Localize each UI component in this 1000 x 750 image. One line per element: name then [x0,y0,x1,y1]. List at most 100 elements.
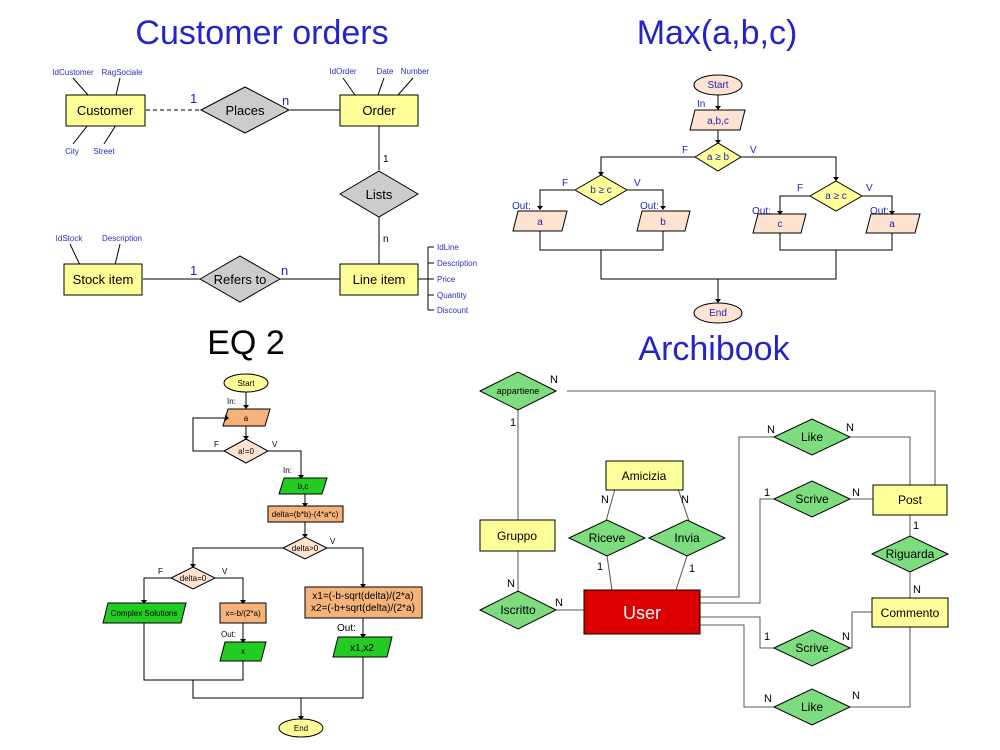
relation-appartiene-label: appartiene [497,386,540,396]
card-like-bottom-right: N [852,690,860,702]
eq2-start-label: Start [238,379,256,388]
eq2-input-a [222,408,271,427]
relation-appartiene [478,371,558,411]
eq2-in2: In: [283,466,292,475]
eq2-x12-formula-1: x1=(-b-sqrt(delta)/(2*a) [312,591,413,602]
max-out-label-4: Out: [870,206,889,217]
attr-city: City [65,147,79,156]
eq2-input-a-label: a [244,414,249,423]
relation-places-label: Places [225,103,265,118]
card-lists-order: 1 [383,154,389,165]
entity-stock-item [63,263,143,296]
max-output-2 [636,210,691,232]
relation-scrive-bottom [772,629,852,667]
max-in-label: In [697,99,705,110]
max-output-1-label: a [537,217,543,228]
attr-discount: Discount [437,306,469,315]
card-scrive-top-right: N [852,487,860,499]
card-scrive-top-left: 1 [764,487,770,499]
max-cond-right [808,180,864,212]
eq2-cond-delta-zero-false: F [158,567,163,576]
eq2-delta-label: delta=(b*b)-(4*a*c) [272,510,339,519]
card-scrive-bottom-right: N [842,631,850,643]
max-out-label-3: Out: [752,206,771,217]
max-end-label: End [709,308,727,319]
card-like-bottom-left: N [764,693,772,705]
eq2-cond-delta-zero [169,566,217,590]
entity-user [583,589,701,635]
entity-order [339,94,419,127]
attr-ragsociale: RagSociale [102,68,143,77]
eq2-cond-delta-pos-true: V [330,537,336,546]
entity-gruppo-label: Gruppo [497,529,537,543]
eq2-x12-formula-2: x2=(-b+sqrt(delta)/(2*a) [311,603,415,614]
relation-iscritto [478,590,558,630]
card-scrive-bottom-left: 1 [764,631,770,643]
max-right-true: V [866,183,873,194]
card-invia-user: 1 [689,563,695,575]
eq2-x12-out-label: x1,x2 [350,643,374,654]
relation-like-bottom-label: Like [801,700,823,714]
max-flowchart: Start In a,b,c a ≥ b F V b ≥ c F V a ≥ c… [512,74,921,324]
eq2-cond-a [222,438,270,464]
eq2-cond-a-label: a!=0 [238,447,254,456]
title-customer-orders: Customer orders [135,14,388,52]
archibook-diagram: Gruppo Amicizia Post Commento User appar… [478,371,950,726]
entity-user-label: User [623,603,661,623]
entity-line-item-label: Line item [353,272,406,287]
max-output-2-label: b [660,217,666,228]
arrowheads [141,106,895,720]
eq2-cond-a-true: V [272,440,278,449]
max-output-3 [752,213,807,234]
max-cond-main [694,142,742,172]
max-main-false: F [682,145,688,156]
eq2-x-out-label: x [241,647,245,656]
relation-like-top-label: Like [801,430,823,444]
card-amicizia-riceve: N [601,494,609,506]
relation-scrive-top [772,480,852,518]
attr-idstock: IdStock [56,234,84,243]
attr-description: Description [102,234,142,243]
card-riguarda-commento: N [913,584,921,596]
max-start [693,74,743,96]
attr-idcustomer: IdCustomer [52,68,94,77]
relation-lists-label: Lists [366,187,393,202]
title-max-abc: Max(a,b,c) [637,14,798,52]
relation-riceve [567,519,647,557]
entity-customer [65,94,146,127]
entity-amicizia-label: Amicizia [622,469,667,483]
relation-invia-label: Invia [674,531,700,545]
eq2-complex-label: Complex Solutions [111,609,178,618]
entity-stock-item-label: Stock item [73,272,134,287]
relation-scrive-bottom-label: Scrive [795,641,829,655]
customer-orders-diagram: Customer Order Stock item Line item Plac… [52,67,477,315]
max-out-label-2: Out: [640,201,659,212]
attr-quantity: Quantity [437,291,467,300]
eq2-x-formula-label: x=-b/(2*a) [225,609,261,618]
eq2-flowchart: Start In: a a!=0 F V In: b,c delta=(b*b)… [102,373,423,738]
eq2-end-label: End [294,724,308,733]
max-main-true: V [750,145,757,156]
max-out-label-1: Out: [512,201,531,212]
max-output-4-label: a [889,219,895,230]
card-refers-line: n [281,263,288,278]
card-riguarda-post: 1 [913,520,919,532]
eq2-cond-delta-pos [281,536,329,560]
entity-commento-label: Commento [881,606,940,620]
card-iscritto-user: N [555,597,563,609]
attr-date: Date [377,67,394,76]
eq2-x12-formula [304,586,423,619]
eq2-start [223,373,269,393]
relation-riguarda-label: Riguarda [886,547,935,561]
max-cond-right-label: a ≥ c [825,191,847,202]
attr-idline: IdLine [437,243,459,252]
relation-scrive-top-label: Scrive [795,492,829,506]
card-amicizia-invia: N [681,494,689,506]
card-like-top-right: N [846,422,854,434]
card-iscritto-gruppo: N [507,578,515,590]
attr-price: Price [437,275,456,284]
max-input-label: a,b,c [707,116,729,127]
relation-refers-to [198,255,282,303]
max-right-false: F [797,183,803,194]
attr-line-description: Description [437,259,477,268]
